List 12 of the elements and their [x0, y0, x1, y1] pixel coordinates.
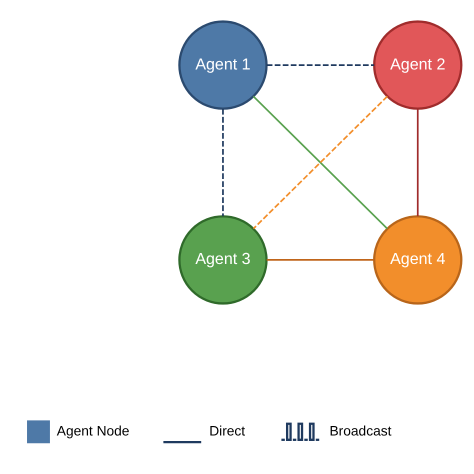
- connector: [416, 108, 419, 216]
- legend-label: Agent Node: [56, 423, 130, 438]
- connector: [266, 259, 374, 261]
- connector: [252, 96, 388, 230]
- node-circle: Agent 2: [373, 20, 462, 110]
- legend-label: Direct: [209, 423, 246, 438]
- node-circle: Agent 4: [373, 215, 462, 305]
- connector: [266, 64, 374, 66]
- connector: [222, 108, 224, 216]
- node-circle: Agent 3: [178, 215, 268, 305]
- node-circle: Agent 1: [178, 20, 268, 110]
- legend-label: Broadcast: [330, 423, 392, 438]
